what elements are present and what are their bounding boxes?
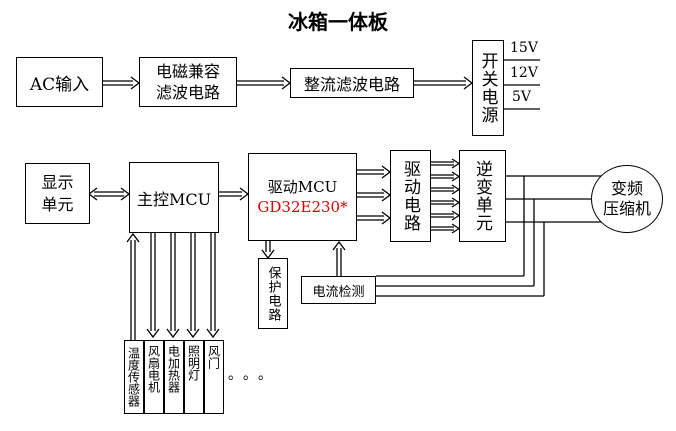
drive-mcu-part-number: GD32E230*	[257, 198, 348, 216]
arrows-main-to-loads	[146, 233, 220, 339]
rail-12v: 12V	[510, 65, 538, 81]
arrow-current-to-drive	[332, 240, 346, 276]
electric-heater-block: 电加热器	[164, 340, 184, 414]
compressor-block: 变频 压缩机	[591, 165, 663, 233]
drive-circuit-block: 驱动电路	[390, 150, 431, 242]
rectifier-filter-block: 整流滤波电路	[290, 68, 414, 98]
lighting-block: 照明灯	[184, 340, 204, 414]
switching-power-block: 开关电源	[472, 40, 504, 136]
display-unit-label-1: 显示	[41, 172, 74, 192]
ellipsis-more: 。。。	[228, 367, 280, 383]
arrow-emc-to-rectifier	[237, 76, 292, 90]
protection-circuit-block: 保护电路	[258, 258, 288, 329]
diagram-title: 冰箱一体板	[288, 10, 388, 34]
rail-15v: 15V	[510, 40, 538, 56]
arrows-drive-to-inverter	[431, 158, 461, 234]
arrow-display-main	[87, 187, 131, 201]
rail-lines	[504, 59, 540, 110]
compressor-label-1: 变频	[610, 179, 643, 198]
emc-filter-label-2: 滤波电路	[155, 83, 220, 102]
display-unit-block: 显示 单元	[25, 163, 90, 224]
lines-current-feedback	[376, 176, 545, 297]
current-detect-block: 电流检测	[301, 276, 376, 304]
emc-filter-block: 电磁兼容 滤波电路	[139, 57, 237, 107]
ac-input-block: AC输入	[16, 57, 103, 107]
arrow-ac-to-emc	[103, 76, 141, 90]
display-unit-label-2: 单元	[41, 194, 74, 214]
inverter-unit-block: 逆变单元	[459, 150, 506, 242]
arrow-rectifier-to-power	[414, 76, 474, 90]
drive-mcu-label: 驱动MCU	[267, 178, 338, 196]
main-mcu-block: 主控MCU	[129, 162, 219, 233]
rail-5v: 5V	[512, 89, 532, 105]
fan-motor-block: 风扇电机	[144, 340, 164, 414]
arrows-drive-mcu-to-drive-circuit	[357, 165, 392, 225]
temperature-sensor-block: 温度传感器	[124, 340, 144, 414]
arrow-drive-to-protection	[261, 241, 275, 260]
compressor-label-2: 压缩机	[602, 199, 651, 218]
damper-block: 风门	[204, 340, 224, 414]
drive-mcu-block: 驱动MCU GD32E230*	[248, 153, 357, 241]
arrow-main-to-drive	[219, 187, 250, 201]
emc-filter-label-1: 电磁兼容	[155, 62, 220, 81]
arrow-temp-to-main	[126, 232, 140, 340]
